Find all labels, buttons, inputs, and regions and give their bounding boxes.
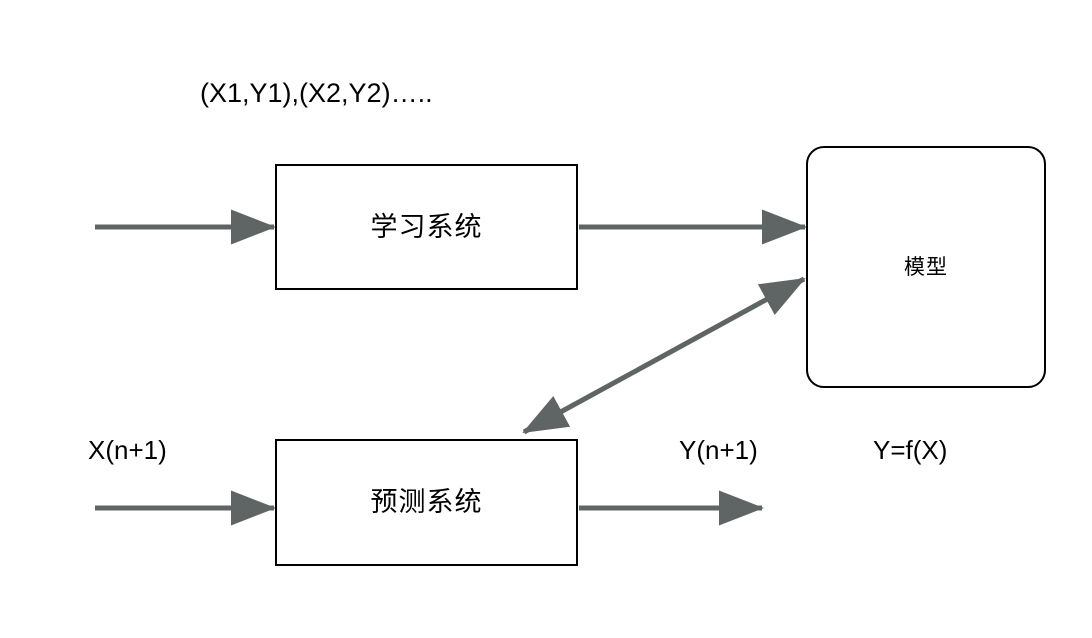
- label-y-next: Y(n+1): [679, 435, 758, 465]
- node-prediction-system-label: 预测系统: [370, 487, 483, 517]
- node-learning-system-label: 学习系统: [370, 211, 483, 242]
- node-prediction-system[interactable]: 预测系统: [275, 439, 578, 566]
- node-model-label: 模型: [904, 255, 948, 279]
- node-learning-system[interactable]: 学习系统: [275, 164, 578, 290]
- label-training-data: (X1,Y1),(X2,Y2)…..: [200, 78, 433, 108]
- label-x-next: X(n+1): [88, 435, 167, 465]
- label-y-equals-fx: Y=f(X): [873, 435, 948, 465]
- node-model[interactable]: 模型: [806, 146, 1046, 388]
- arrow-prediction-model-bidirectional: [522, 276, 806, 435]
